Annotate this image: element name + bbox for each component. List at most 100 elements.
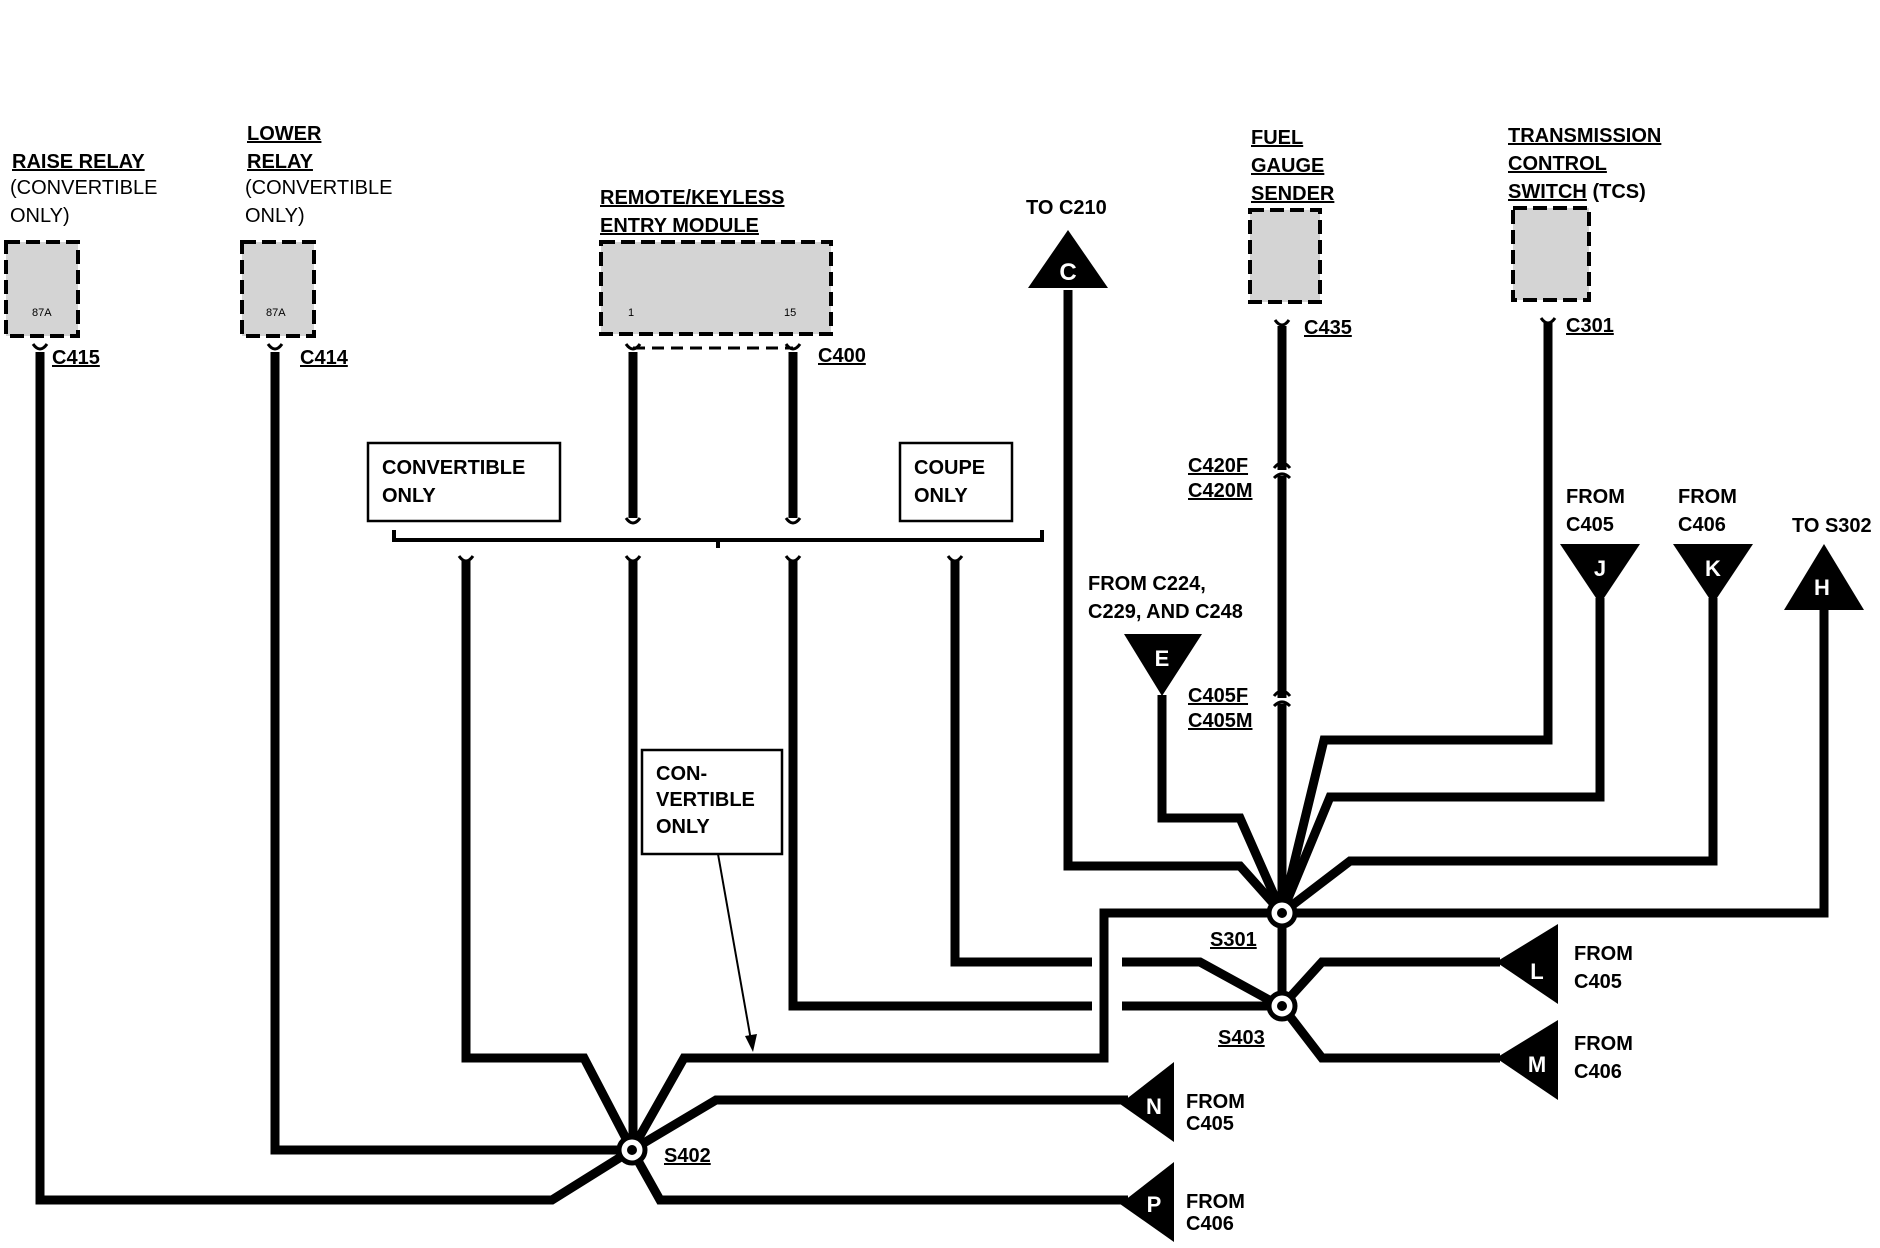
wire-raise-relay xyxy=(35,352,635,1205)
convertible-only-note-box xyxy=(366,441,562,523)
c405m-label: C405M xyxy=(1188,710,1252,732)
con-vertible-note-box xyxy=(640,748,784,856)
raise-relay-connector: C415 xyxy=(52,347,100,369)
tcs-title3-line: SWITCH (TCS) xyxy=(1508,181,1646,203)
ref-l-letter: L xyxy=(1530,959,1543,984)
wire-h-branch xyxy=(1282,608,1829,918)
c420m-label: C420M xyxy=(1188,480,1252,502)
tcs-title1: TRANSMISSION xyxy=(1508,125,1661,147)
wire-lower-relay xyxy=(270,352,632,1155)
splice-s301-dot xyxy=(1277,908,1287,918)
ref-p-arrow xyxy=(1120,1162,1174,1242)
rke-title1: REMOTE/KEYLESS xyxy=(600,187,784,209)
fuel-title3: SENDER xyxy=(1251,183,1335,205)
ref-m-label2: C406 xyxy=(1574,1061,1622,1083)
wire-coupe-to-s403 xyxy=(1122,957,1283,1010)
tcs-title2: CONTROL xyxy=(1508,153,1607,175)
lower-relay-connector: C414 xyxy=(300,347,349,369)
option-bus-bracket xyxy=(392,530,1044,548)
wire-e-branch xyxy=(1157,695,1287,915)
ref-c-label: TO C210 xyxy=(1026,197,1107,219)
coupe-only-note-box xyxy=(898,441,1014,523)
ref-h-letter: H xyxy=(1814,575,1830,600)
ref-n-arrow xyxy=(1120,1062,1174,1142)
ref-m-arrow xyxy=(1496,1020,1558,1100)
ref-l-label1: FROM xyxy=(1574,943,1633,965)
ref-p-letter: P xyxy=(1147,1192,1162,1217)
raise-relay-note1: (CONVERTIBLE xyxy=(10,177,157,199)
wire-k-branch xyxy=(1279,598,1718,917)
ref-c-arrow xyxy=(1028,230,1108,288)
ref-k-arrow xyxy=(1673,544,1753,604)
ref-j-letter: J xyxy=(1594,556,1606,581)
tcs-title3: SWITCH xyxy=(1508,181,1587,203)
lower-relay-note2: ONLY) xyxy=(245,205,305,227)
lower-relay-title2: RELAY xyxy=(247,151,314,173)
ref-e-arrow xyxy=(1124,634,1202,696)
wire-to-c210 xyxy=(1063,290,1286,916)
ref-l-arrow xyxy=(1496,924,1558,1004)
ref-h-arrow xyxy=(1784,544,1864,610)
rke-connector: C400 xyxy=(818,345,866,367)
ref-e-label2: C229, AND C248 xyxy=(1088,601,1243,623)
lower-relay-box xyxy=(240,240,316,338)
ref-p-label1: FROM xyxy=(1186,1191,1245,1213)
lower-relay-note1: (CONVERTIBLE xyxy=(245,177,392,199)
ref-j-arrow xyxy=(1560,544,1640,604)
splice-s402-dot xyxy=(627,1145,637,1155)
connector-pins xyxy=(31,317,1557,708)
s403-label: S403 xyxy=(1218,1027,1265,1049)
raise-relay-note2: ONLY) xyxy=(10,205,70,227)
wire-p-branch xyxy=(628,1147,1128,1205)
ref-k-label1: FROM xyxy=(1678,486,1737,508)
c405f-label: C405F xyxy=(1188,685,1248,707)
ref-c-letter: C xyxy=(1059,259,1076,286)
wire-n-branch xyxy=(629,1095,1128,1154)
ref-j-label1: FROM xyxy=(1566,486,1625,508)
splice-s403-dot xyxy=(1277,1001,1287,1011)
wire-m-branch xyxy=(1278,1003,1500,1063)
lower-relay-pin: 87A xyxy=(266,307,286,319)
ref-n-label1: FROM xyxy=(1186,1091,1245,1113)
ref-p-label2: C406 xyxy=(1186,1213,1234,1235)
ref-e-letter: E xyxy=(1155,646,1170,671)
rke-title2: ENTRY MODULE xyxy=(600,215,759,237)
ref-e-label1: FROM C224, xyxy=(1088,573,1206,595)
raise-relay-box xyxy=(4,240,80,338)
rke-pin-left: 1 xyxy=(628,307,634,319)
rke-module-box xyxy=(599,240,833,336)
con-vertible-line3: ONLY xyxy=(656,816,710,838)
fuel-title1: FUEL xyxy=(1251,127,1303,149)
fuel-gauge-sender-box xyxy=(1248,208,1322,304)
wire-s402-to-s301 xyxy=(628,908,1282,1153)
coupe-only-line1: COUPE xyxy=(914,457,985,479)
ref-n-letter: N xyxy=(1146,1094,1162,1119)
wire-rke-pin15-lower xyxy=(788,560,1092,1011)
convertible-only-line2: ONLY xyxy=(382,485,436,507)
ref-m-label1: FROM xyxy=(1574,1033,1633,1055)
wire-tcs xyxy=(1277,322,1553,915)
con-vertible-line1: CON- xyxy=(656,763,707,785)
convertible-only-line1: CONVERTIBLE xyxy=(382,457,525,479)
ref-j-label2: C405 xyxy=(1566,514,1614,536)
ref-n-label2: C405 xyxy=(1186,1113,1234,1135)
fuel-connector: C435 xyxy=(1304,317,1352,339)
tcs-connector: C301 xyxy=(1566,315,1614,337)
con-vertible-pointer-head xyxy=(745,1034,757,1052)
con-vertible-line2: VERTIBLE xyxy=(656,789,755,811)
con-vertible-pointer xyxy=(717,853,753,1047)
ref-k-letter: K xyxy=(1705,556,1721,581)
raise-relay-pin: 87A xyxy=(32,307,52,319)
ref-k-label2: C406 xyxy=(1678,514,1726,536)
coupe-only-line2: ONLY xyxy=(914,485,968,507)
s301-label: S301 xyxy=(1210,929,1257,951)
wire-convertible-branch xyxy=(461,560,636,1153)
ref-h-label: TO S302 xyxy=(1792,515,1872,537)
tcs-title3-suffix: (TCS) xyxy=(1587,181,1646,203)
rke-pin-right: 15 xyxy=(784,307,796,319)
raise-relay-title: RAISE RELAY xyxy=(12,151,145,173)
lower-relay-title1: LOWER xyxy=(247,123,322,145)
fuel-title2: GAUGE xyxy=(1251,155,1324,177)
tcs-box xyxy=(1511,206,1591,302)
